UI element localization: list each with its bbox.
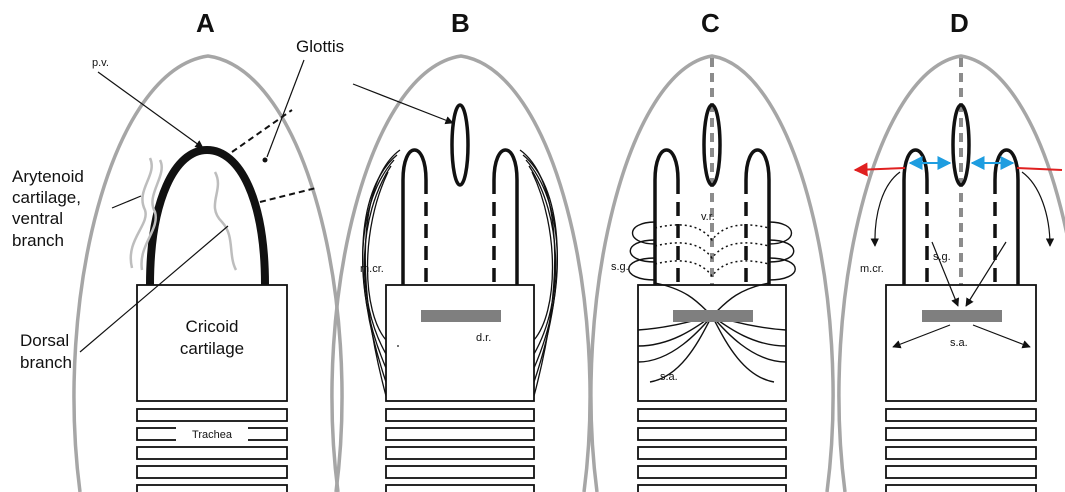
glottis-ellipse-d bbox=[953, 105, 969, 185]
arytenoid-label-3: ventral bbox=[12, 209, 63, 228]
trachea-rings-c bbox=[638, 409, 786, 492]
red-arrow-left bbox=[855, 168, 905, 170]
dr-label-b: d.r. bbox=[476, 332, 491, 344]
glottis-label: Glottis bbox=[296, 37, 344, 56]
trachea-rings-d bbox=[886, 409, 1036, 492]
sg-label-d: s.g. bbox=[933, 251, 951, 263]
ventral-branch-right bbox=[215, 172, 236, 270]
bar-d bbox=[922, 310, 1002, 322]
panel-d-letter: D bbox=[950, 8, 969, 38]
panel-b: B bbox=[332, 8, 590, 492]
arytenoid-right-b bbox=[494, 150, 517, 285]
sa-label-d: s.a. bbox=[950, 337, 968, 349]
bar-c bbox=[673, 310, 753, 322]
panel-a-outline bbox=[74, 56, 342, 492]
cricoid-b bbox=[386, 285, 534, 401]
arytenoid-arch bbox=[150, 150, 265, 285]
panel-c-letter: C bbox=[701, 8, 720, 38]
panel-a: A p.v. Glottis Arytenoid cartilage bbox=[12, 8, 344, 492]
mcr-arrow-right bbox=[1022, 172, 1050, 246]
arytenoid-leader bbox=[112, 196, 141, 208]
vr-label-c: v.r. bbox=[701, 211, 715, 223]
arytenoid-left-b bbox=[403, 150, 426, 285]
glottis-dash-2 bbox=[260, 188, 316, 202]
mcr-label-d: m.cr. bbox=[860, 263, 884, 275]
pv-label: p.v. bbox=[92, 57, 109, 69]
sa-label-c: s.a. bbox=[660, 371, 678, 383]
arytenoid-left-c bbox=[655, 150, 678, 285]
panel-b-letter: B bbox=[451, 8, 470, 38]
trachea-label: Trachea bbox=[192, 429, 233, 441]
glottis-dot bbox=[263, 158, 268, 163]
cricoid-label-2: cartilage bbox=[180, 339, 244, 358]
arytenoid-label-1: Arytenoid bbox=[12, 167, 84, 186]
sg-loops-left bbox=[629, 222, 655, 280]
arytenoid-right-c bbox=[746, 150, 769, 285]
arytenoid-label-4: branch bbox=[12, 231, 64, 250]
trachea-rings-b bbox=[386, 409, 534, 492]
small-dot-b bbox=[397, 345, 399, 347]
sg-loops-right bbox=[769, 222, 795, 280]
cricoid-label-1: Cricoid bbox=[186, 317, 239, 336]
glottis-ellipse-c bbox=[704, 105, 720, 185]
arytenoid-left-d bbox=[904, 150, 927, 285]
dorsal-label-2: branch bbox=[20, 353, 72, 372]
glottis-leader-b bbox=[353, 84, 453, 123]
glottis-leader-a bbox=[267, 60, 304, 157]
sg-label-c: s.g. bbox=[611, 261, 629, 273]
glottis-ellipse-b bbox=[452, 105, 468, 185]
dorsal-ridge-bar-b bbox=[421, 310, 501, 322]
mcr-arrow-left bbox=[875, 172, 900, 246]
arytenoid-label-2: cartilage, bbox=[12, 188, 81, 207]
panel-a-letter: A bbox=[196, 8, 215, 38]
trachea-rings bbox=[137, 409, 287, 492]
red-arrow-right bbox=[1017, 168, 1062, 170]
panel-c: C bbox=[591, 8, 833, 492]
arytenoid-right-d bbox=[995, 150, 1018, 285]
mcr-label-b: m.cr. bbox=[360, 263, 384, 275]
dorsal-label-1: Dorsal bbox=[20, 331, 69, 350]
pv-leader bbox=[98, 72, 203, 148]
panel-d: D m.cr. s.g. s.a. bbox=[839, 8, 1065, 492]
